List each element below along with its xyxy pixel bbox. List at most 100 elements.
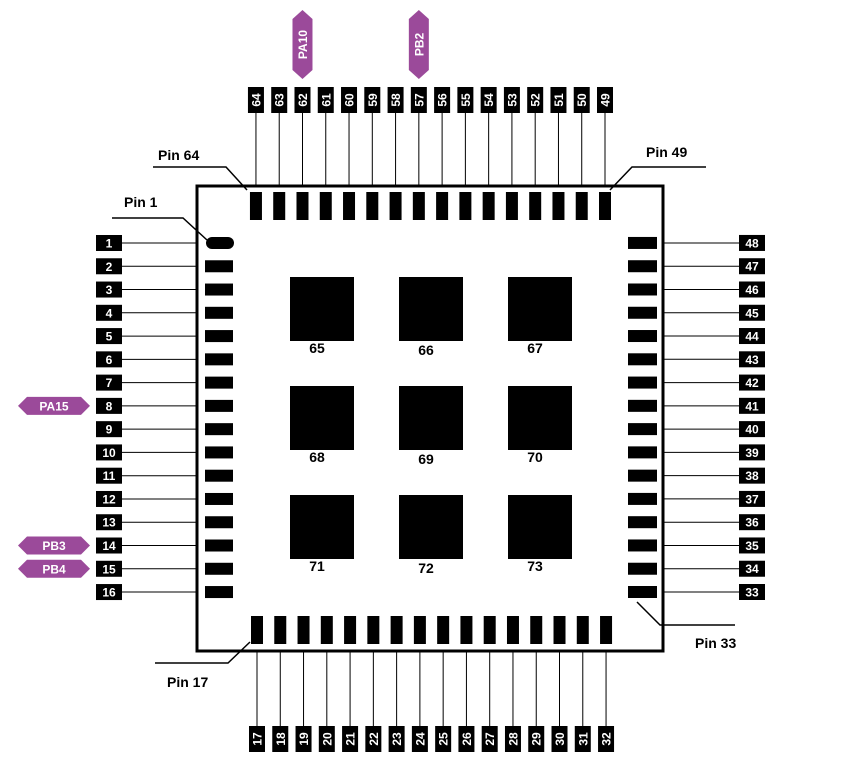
center-pad-number: 68	[309, 449, 325, 465]
pin-label-box	[458, 726, 475, 752]
pin-number: 35	[745, 539, 759, 553]
pin-number: 12	[102, 492, 116, 506]
pin-number: 11	[103, 469, 116, 483]
pin-pad	[205, 330, 233, 343]
pin-number: 31	[576, 732, 590, 746]
pin-label-box	[96, 560, 122, 577]
pin-label-box	[739, 467, 765, 484]
corner-label-pin17: Pin 17	[167, 674, 208, 690]
pin-pad	[506, 616, 519, 644]
pin-number: 7	[106, 376, 113, 390]
signal-tag-shape	[18, 536, 90, 555]
pin-number: 24	[413, 732, 427, 746]
pin-number: 40	[745, 423, 759, 437]
center-pad	[508, 495, 572, 559]
pin-label-box	[739, 258, 765, 275]
pin-number: 41	[745, 399, 759, 413]
pin-pad	[628, 492, 657, 505]
pin-pad	[460, 616, 473, 644]
pin-pad	[205, 376, 233, 389]
pin-pad	[628, 423, 657, 436]
pin1-indicator-pad	[206, 237, 234, 249]
pin-number: 28	[506, 732, 520, 746]
pin-number: 23	[390, 732, 404, 746]
pin-label-box	[365, 726, 382, 752]
pin-number: 26	[460, 732, 474, 746]
center-pad-number: 66	[418, 342, 434, 358]
pin-label-box	[96, 328, 122, 345]
center-pad	[399, 386, 463, 450]
pin-pad	[251, 616, 263, 644]
pin-pad	[205, 423, 233, 436]
signal-tag-label: PB3	[42, 539, 66, 553]
pin-pad	[390, 616, 403, 644]
pin-label-box	[550, 87, 567, 113]
pin-label-box	[739, 537, 765, 554]
pin-pad	[628, 446, 657, 459]
pin-label-box	[551, 726, 568, 752]
center-pad-number: 65	[309, 340, 325, 356]
pin-label-box	[411, 726, 428, 752]
pin-label-box	[739, 234, 765, 251]
pin-label-box	[96, 537, 122, 554]
pin-number: 33	[745, 586, 759, 600]
pin-number: 22	[367, 732, 381, 746]
pin-pad	[344, 616, 357, 644]
pin-pad	[249, 192, 262, 220]
pin-pad	[297, 616, 310, 644]
pin-number: 4	[106, 306, 113, 320]
center-pad-number: 72	[418, 560, 434, 576]
pin-number: 34	[745, 562, 759, 576]
pin-label-box	[739, 444, 765, 461]
pin-pad	[628, 260, 657, 273]
pin-leads	[122, 113, 739, 726]
pin-pad	[529, 192, 542, 220]
pin-pad	[205, 539, 233, 552]
pin-number: 48	[745, 236, 759, 250]
corner-label-pin1: Pin 1	[124, 194, 158, 210]
pin-label-box	[294, 87, 311, 113]
corner-label-pin1-leader	[112, 217, 208, 241]
pin-label-box	[387, 87, 404, 113]
pin-label-box	[457, 87, 474, 113]
pin-number: 30	[553, 732, 567, 746]
corner-label-pin64-leader	[153, 166, 248, 191]
pin-label-box	[317, 87, 334, 113]
pin-label-box	[573, 87, 590, 113]
pin-number: 10	[102, 446, 116, 460]
pin-number: 42	[745, 376, 759, 390]
pin-label-box	[739, 351, 765, 368]
pin-label-box	[739, 304, 765, 321]
signal-tag-label: PB2	[412, 33, 426, 57]
pin-pad	[628, 469, 657, 482]
corner-label-pin64: Pin 64	[158, 147, 199, 163]
pin-pad	[274, 616, 287, 644]
pin-pad	[205, 469, 233, 482]
corner-label-pin33: Pin 33	[695, 635, 736, 651]
pin-pad	[628, 516, 657, 529]
pin-pad	[552, 192, 565, 220]
pin-number: 55	[459, 93, 473, 107]
pin-number: 56	[436, 93, 450, 107]
pin-pad	[296, 192, 309, 220]
pin-number: 50	[575, 93, 589, 107]
pin-label-box	[96, 467, 122, 484]
signal-tag-label: PB4	[42, 562, 66, 576]
pin-number: 46	[745, 283, 759, 297]
pin-label-box	[435, 726, 452, 752]
pin-number: 29	[530, 732, 544, 746]
pin-pad	[320, 616, 333, 644]
corner-label-pin49: Pin 49	[646, 144, 687, 160]
pin-number: 54	[482, 93, 496, 107]
pin-number: 43	[745, 353, 759, 367]
pin-pad	[576, 616, 589, 644]
pin-number: 18	[274, 732, 288, 746]
pin-pad	[530, 616, 543, 644]
pin-number: 20	[320, 732, 334, 746]
center-pad	[399, 495, 463, 559]
center-pad	[290, 495, 354, 559]
pin-label-box	[249, 726, 265, 752]
